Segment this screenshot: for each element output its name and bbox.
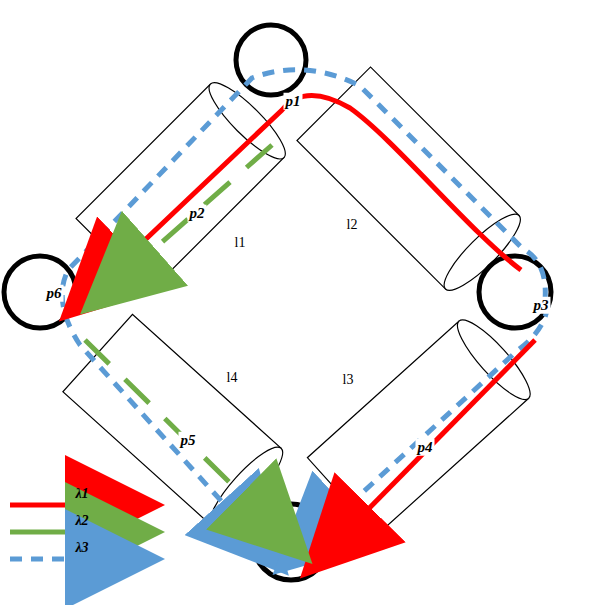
fiber-tube [307, 312, 539, 535]
legend-sample [10, 557, 125, 562]
path-label: p5 [179, 432, 198, 449]
legend-text: λ3 [73, 540, 90, 555]
link-label: l1 [233, 235, 248, 250]
legend-sample [10, 503, 125, 508]
fiber-tube [76, 74, 294, 292]
legend-sample [10, 530, 125, 535]
link-label: l2 [345, 217, 360, 232]
path-label: p4 [416, 439, 435, 456]
legend-text: λ2 [73, 513, 90, 528]
lightpath-l3 [302, 305, 548, 548]
link-label: l4 [225, 370, 240, 385]
node-label: p6 [45, 285, 64, 302]
link-label: l3 [341, 372, 356, 387]
node-label: p3 [532, 297, 551, 314]
path-label: p2 [188, 205, 207, 222]
lightpath-l2 [110, 145, 272, 288]
lightpath-l1 [328, 340, 535, 550]
fiber-tube [63, 314, 292, 534]
node-label: p1 [284, 93, 303, 110]
node-circle: p6 [4, 256, 76, 328]
node-circle: p3 [479, 256, 551, 328]
lightpath-l3 [62, 70, 545, 546]
node-circle: p1 [236, 25, 306, 95]
legend-text: λ1 [73, 486, 90, 501]
lightpath-l1 [88, 95, 521, 294]
